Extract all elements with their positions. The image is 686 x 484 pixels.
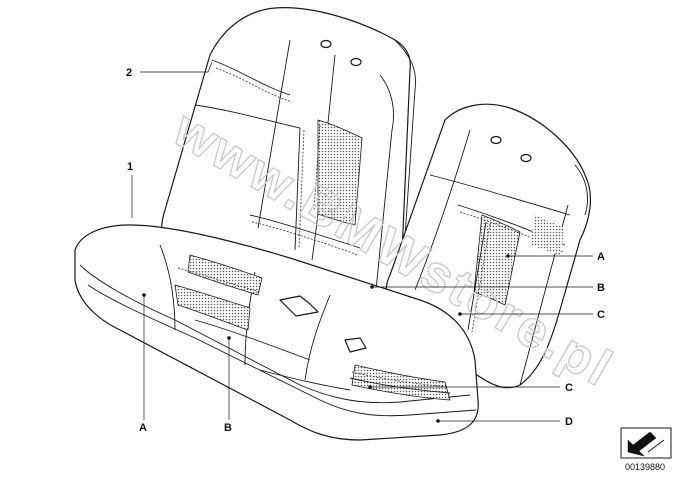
callout-back-c: C <box>597 309 605 321</box>
callout-seat-c: C <box>565 382 573 394</box>
callout-backrest: 2 <box>126 67 132 79</box>
leader-lines <box>131 61 593 423</box>
callout-back-a: A <box>597 251 605 263</box>
seat-cushion <box>74 224 479 441</box>
callout-seat-a: A <box>139 422 147 434</box>
callout-seat-b: B <box>224 422 232 434</box>
callout-back-b: B <box>597 282 605 294</box>
arrow-icon <box>620 427 672 459</box>
callout-seat-d: D <box>565 416 573 428</box>
callout-cushion: 1 <box>127 161 133 173</box>
catalog-number: 00139880 <box>625 462 665 472</box>
